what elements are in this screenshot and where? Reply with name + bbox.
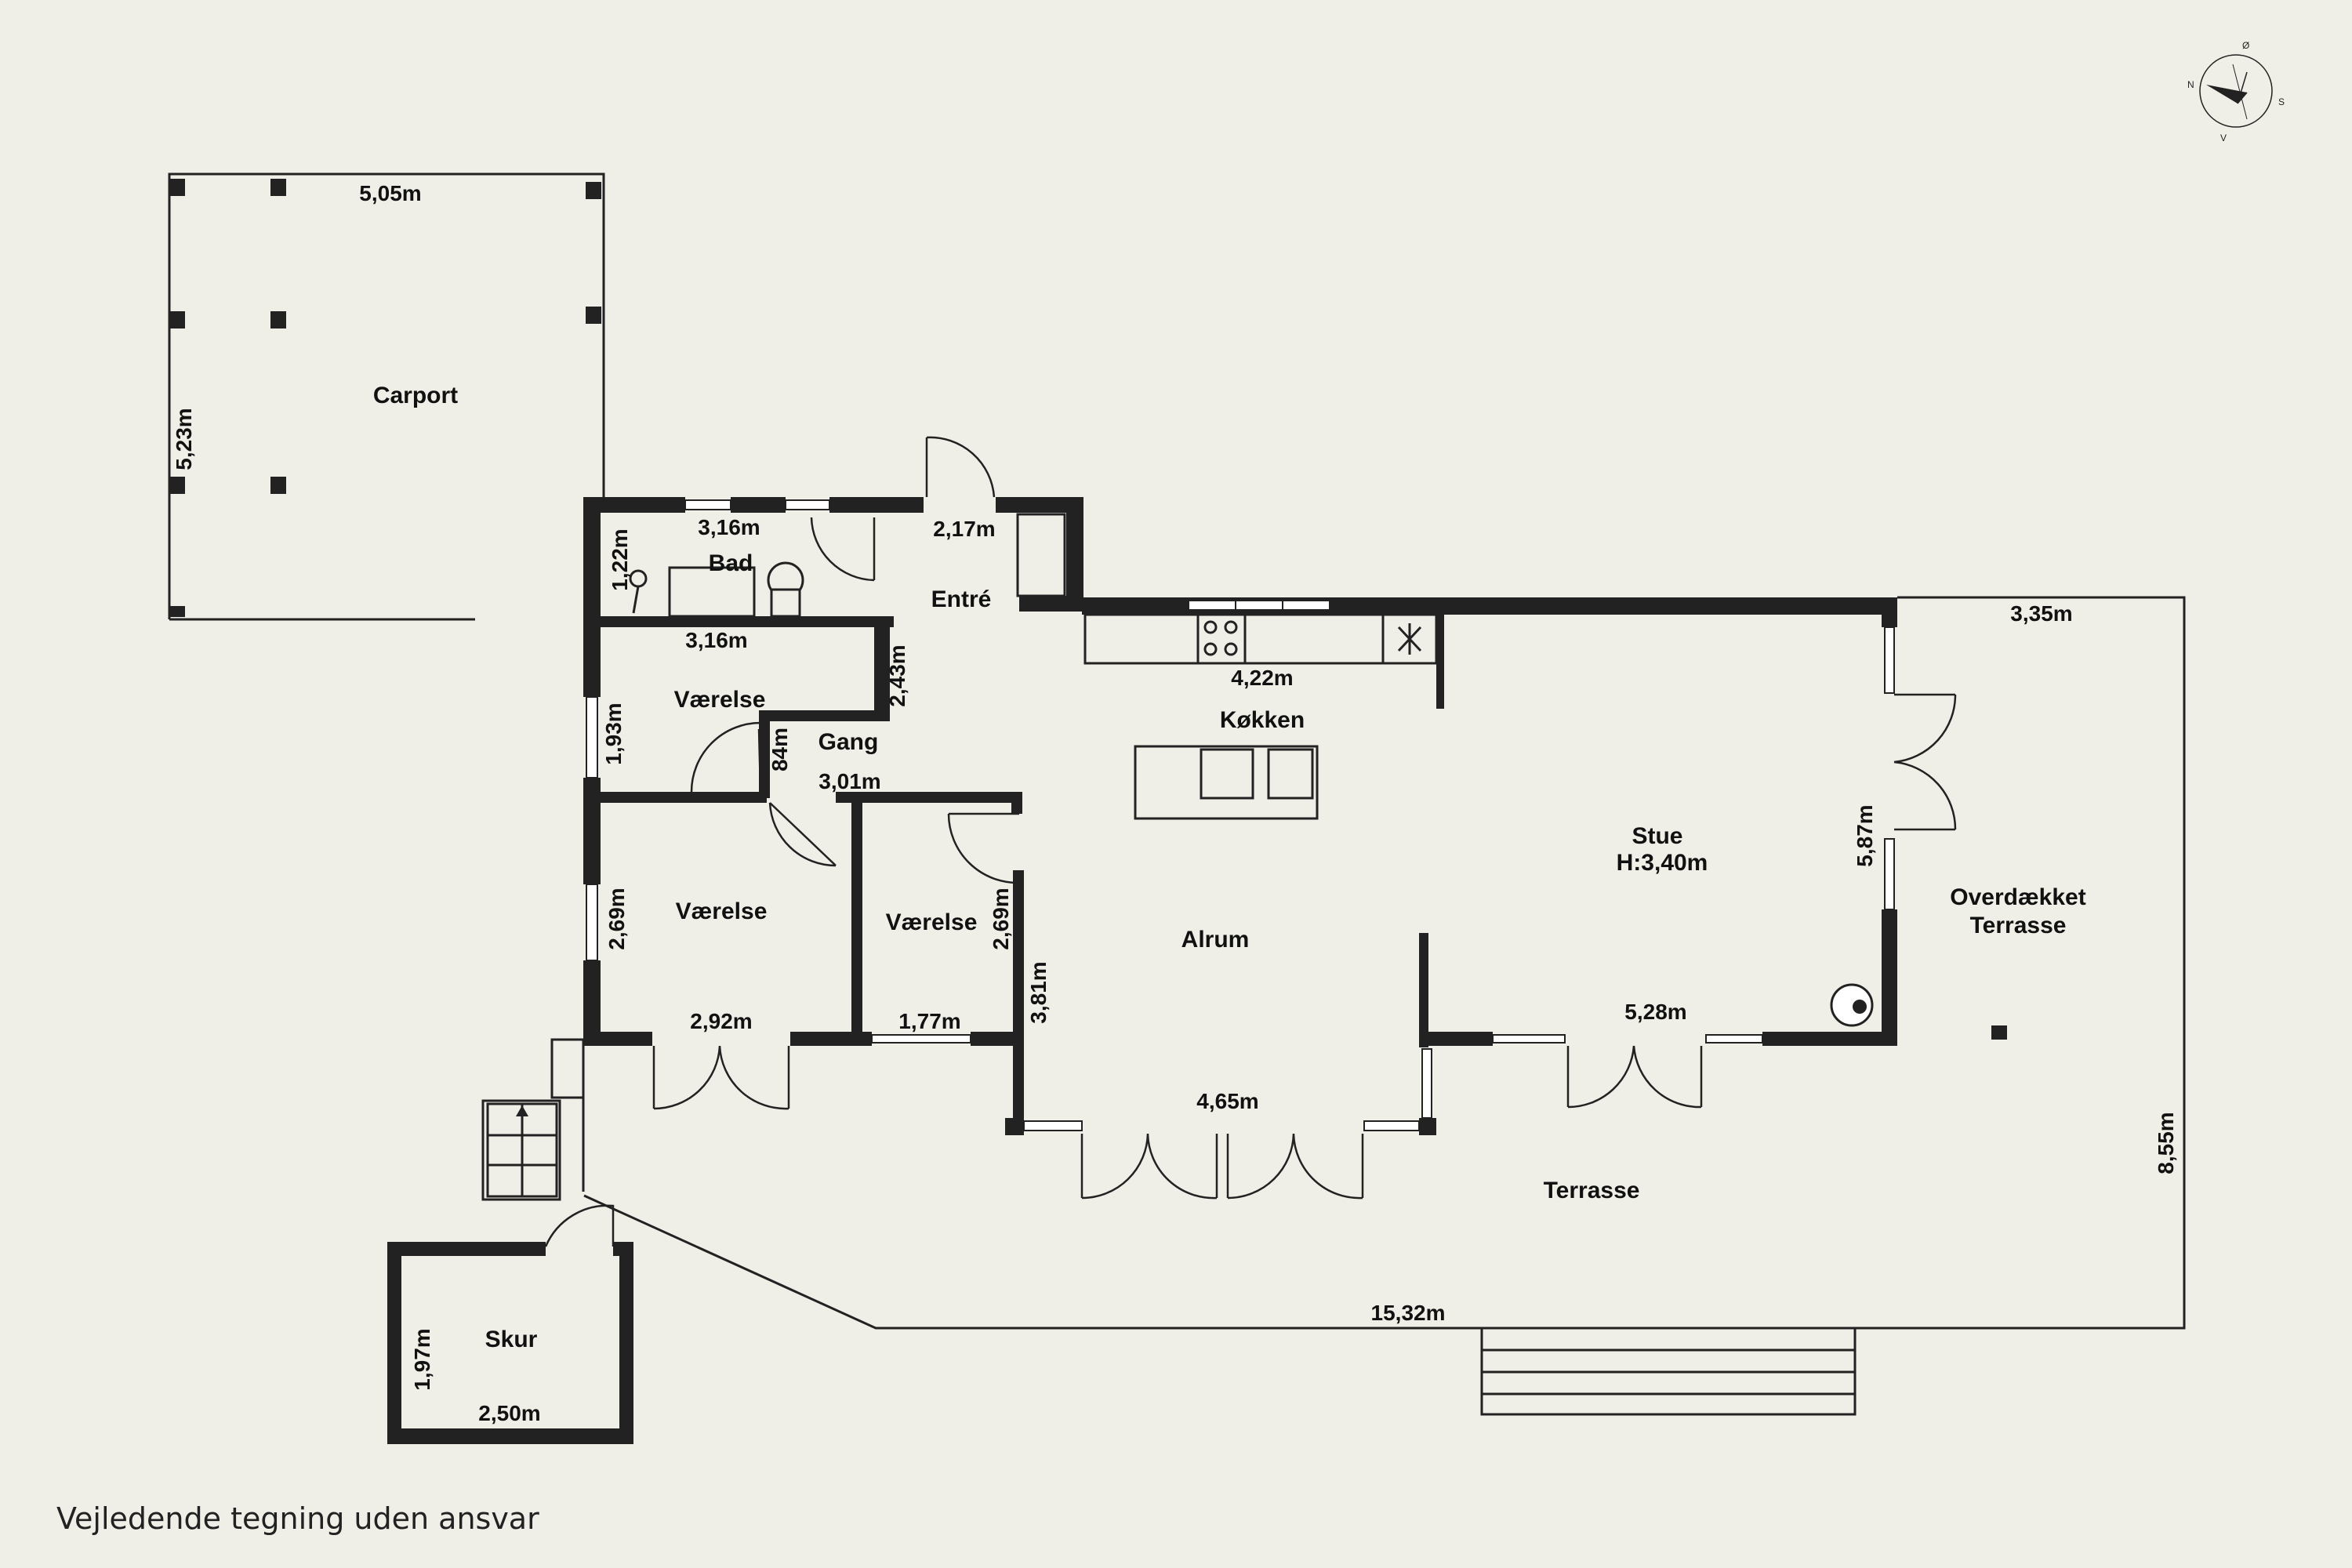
svg-text:2,43m: 2,43m [885, 644, 909, 706]
post [1991, 1025, 2007, 1040]
svg-text:4,22m: 4,22m [1231, 666, 1293, 690]
room-alrum: Alrum [1181, 927, 1250, 953]
walls [583, 497, 1897, 1135]
dimension-labels: 5,05m 5,23m 3,16m 1,22m 3,16m 2,17m 2,43… [172, 181, 2178, 1425]
svg-text:3,01m: 3,01m [818, 769, 880, 793]
room-kokken: Køkken [1220, 707, 1305, 733]
room-overdaekket: Overdækket [1950, 884, 2085, 910]
room-overdaekket-2: Terrasse [1970, 913, 2067, 938]
doors [544, 436, 1957, 1247]
svg-text:4,65m: 4,65m [1196, 1089, 1258, 1113]
skur [387, 1242, 633, 1444]
windows [586, 499, 1895, 1131]
svg-text:15,32m: 15,32m [1371, 1301, 1446, 1325]
svg-text:V: V [2220, 132, 2227, 143]
room-vaerelse-3: Værelse [886, 909, 978, 935]
room-bad: Bad [709, 550, 753, 576]
svg-text:2,69m: 2,69m [989, 887, 1013, 949]
terrace-steps [1480, 1327, 1857, 1416]
svg-text:2,92m: 2,92m [690, 1009, 752, 1033]
room-stue-height: H:3,40m [1617, 850, 1708, 876]
fireplace [1830, 983, 1874, 1027]
svg-text:1,22m: 1,22m [608, 528, 632, 590]
svg-text:S: S [2278, 96, 2285, 107]
svg-text:5,87m: 5,87m [1853, 804, 1877, 866]
svg-text:1,77m: 1,77m [898, 1009, 960, 1033]
svg-text:2,69m: 2,69m [604, 887, 629, 949]
room-vaerelse-2: Værelse [676, 898, 768, 924]
bathroom-fixtures [629, 513, 1066, 618]
room-terrasse: Terrasse [1544, 1178, 1640, 1203]
room-entre: Entré [931, 586, 992, 612]
svg-text:2,50m: 2,50m [478, 1401, 540, 1425]
carport [168, 172, 605, 621]
svg-text:5,05m: 5,05m [359, 181, 421, 205]
svg-text:3,35m: 3,35m [2010, 601, 2072, 626]
terrasse-outline [583, 596, 2186, 1330]
svg-text:1,97m: 1,97m [410, 1328, 434, 1390]
kitchen-counter [1083, 613, 1438, 820]
svg-text:2,17m: 2,17m [933, 517, 995, 541]
compass-icon: N Ø S V [2187, 40, 2285, 143]
svg-text:3,16m: 3,16m [685, 628, 747, 652]
svg-text:N: N [2187, 79, 2194, 90]
svg-text:1,93m: 1,93m [601, 702, 626, 764]
svg-text:8,55m: 8,55m [2154, 1112, 2178, 1174]
svg-text:5,23m: 5,23m [172, 408, 196, 470]
room-vaerelse-1: Værelse [674, 687, 766, 713]
disclaimer: Vejledende tegning uden ansvar [56, 1501, 539, 1536]
svg-text:3,16m: 3,16m [698, 515, 760, 539]
room-stue: Stue [1632, 823, 1682, 849]
room-skur: Skur [485, 1327, 538, 1352]
stairs [481, 1038, 585, 1201]
svg-text:84m: 84m [768, 728, 792, 771]
room-gang: Gang [818, 729, 879, 755]
room-carport: Carport [373, 383, 458, 408]
svg-text:5,28m: 5,28m [1624, 1000, 1686, 1024]
room-labels: Carport Bad Entré Værelse Gang Værelse V… [373, 383, 2086, 1352]
svg-text:3,81m: 3,81m [1026, 961, 1051, 1023]
svg-text:Ø: Ø [2242, 40, 2249, 51]
